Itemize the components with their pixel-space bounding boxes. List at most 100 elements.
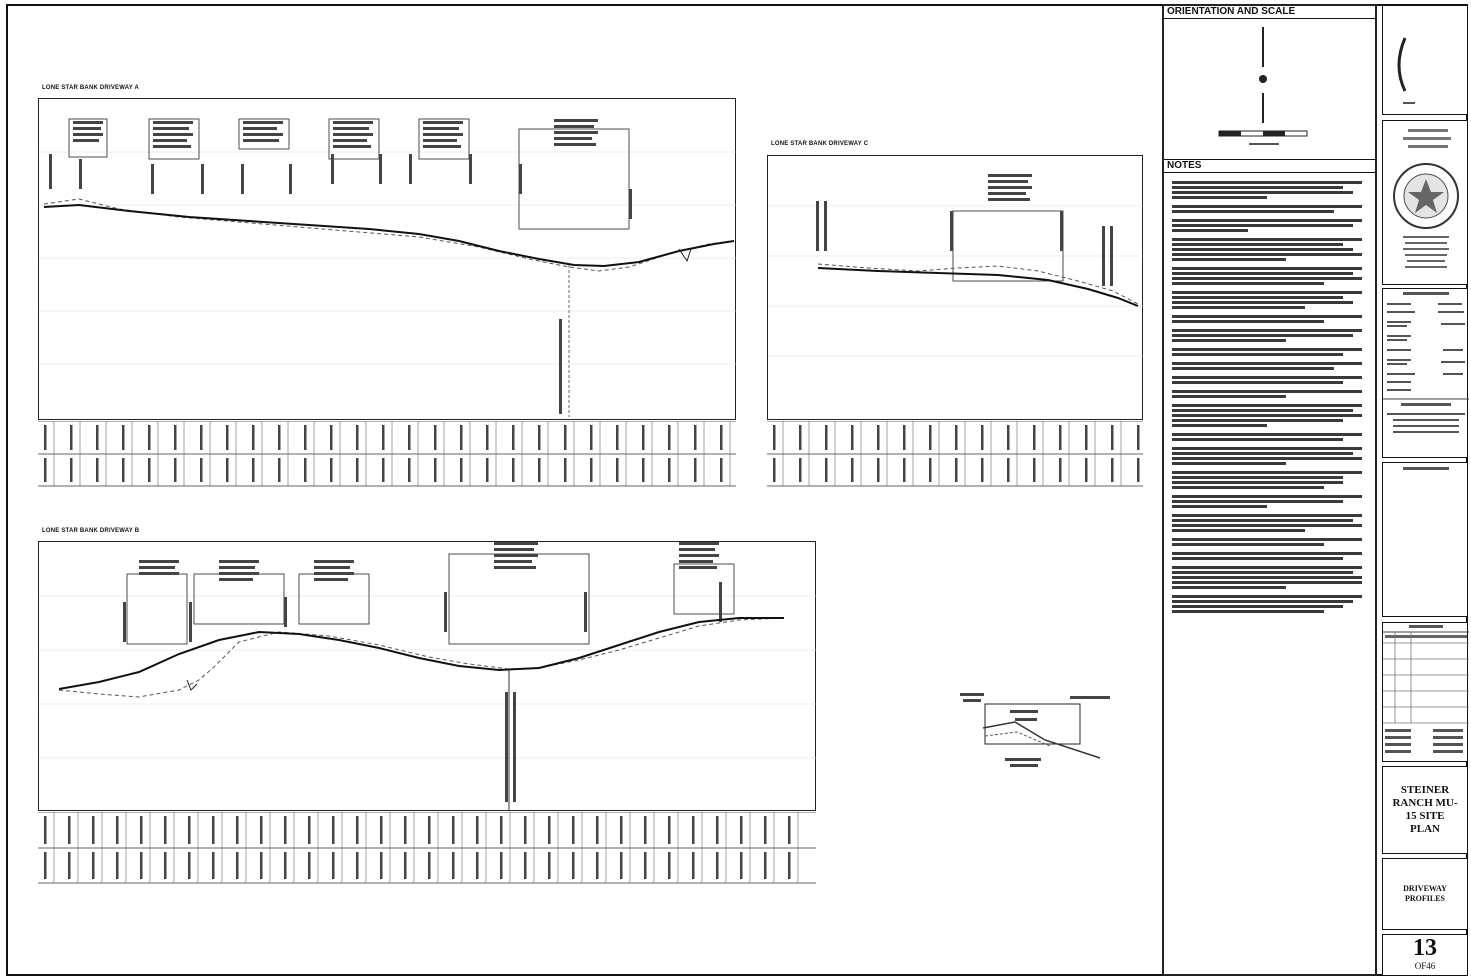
station-tick <box>236 816 239 844</box>
station-tick <box>1007 458 1010 482</box>
note-line <box>1172 381 1343 384</box>
station-tick <box>164 852 167 879</box>
note-line <box>1172 372 1367 374</box>
station-tick <box>226 458 229 482</box>
station-tick <box>408 458 411 482</box>
station-tick <box>140 852 143 879</box>
station-tick <box>382 458 385 482</box>
station-tick <box>44 458 47 482</box>
station-tick <box>620 852 623 879</box>
note-line <box>1172 524 1362 527</box>
station-tick <box>1007 425 1010 450</box>
note-line <box>1172 605 1343 608</box>
station-tick <box>716 816 719 844</box>
station-tick <box>476 816 479 844</box>
note-line <box>1172 438 1343 441</box>
note-line <box>1172 581 1362 584</box>
station-tick <box>929 458 932 482</box>
station-tick <box>434 425 437 450</box>
station-tick <box>308 852 311 879</box>
note-line <box>1172 215 1367 217</box>
profile-c-graph <box>768 174 1144 357</box>
station-tick <box>538 458 541 482</box>
note-line <box>1172 248 1353 251</box>
station-tick <box>460 425 463 450</box>
station-tick <box>188 852 191 879</box>
profile-b-panel <box>38 541 817 811</box>
station-tick <box>356 816 359 844</box>
station-tick <box>512 458 515 482</box>
station-tick <box>825 458 828 482</box>
station-tick <box>788 816 791 844</box>
note-line <box>1172 348 1362 351</box>
station-tick <box>70 425 73 450</box>
station-tick <box>68 852 71 879</box>
note-line <box>1172 476 1343 479</box>
station-tick <box>122 425 125 450</box>
note-line <box>1172 306 1305 309</box>
station-tick <box>284 816 287 844</box>
station-tick <box>716 852 719 879</box>
engineer-block <box>1382 120 1468 285</box>
profile-b-graph <box>39 542 817 810</box>
station-tick <box>486 458 489 482</box>
station-tick <box>692 816 695 844</box>
note-line <box>1172 344 1367 346</box>
station-tick <box>596 852 599 879</box>
note-line <box>1172 367 1334 370</box>
station-tick <box>476 852 479 879</box>
note-line <box>1172 548 1367 550</box>
note-line <box>1172 210 1334 213</box>
station-tick <box>694 458 697 482</box>
note-line <box>1172 591 1367 593</box>
note-line <box>1172 467 1367 469</box>
station-tick <box>122 458 125 482</box>
station-tick <box>304 458 307 482</box>
station-tick <box>773 458 776 482</box>
station-tick <box>668 458 671 482</box>
note-line <box>1172 400 1367 402</box>
station-tick <box>252 458 255 482</box>
station-tick <box>460 458 463 482</box>
note-line <box>1172 500 1343 503</box>
station-tick <box>740 852 743 879</box>
station-tick <box>174 458 177 482</box>
station-tick <box>590 425 593 450</box>
station-tick <box>903 425 906 450</box>
station-tick <box>538 425 541 450</box>
note-line <box>1172 181 1362 184</box>
note-line <box>1172 571 1353 574</box>
station-tick <box>720 425 723 450</box>
profile-a-title: LONE STAR BANK DRIVEWAY A <box>42 85 140 91</box>
note-line <box>1172 311 1367 313</box>
notes-list <box>1164 173 1375 613</box>
station-tick <box>1033 458 1036 482</box>
station-tick <box>452 852 455 879</box>
station-tick <box>1111 458 1114 482</box>
station-tick <box>642 425 645 450</box>
station-tick <box>428 852 431 879</box>
note-line <box>1172 395 1286 398</box>
station-tick <box>642 458 645 482</box>
profile-a-graph <box>39 118 737 417</box>
note-line <box>1172 272 1353 275</box>
note-line <box>1172 267 1362 270</box>
station-tick <box>486 425 489 450</box>
note-line <box>1172 224 1353 227</box>
note-line <box>1172 534 1367 536</box>
station-tick <box>278 458 281 482</box>
note-line <box>1172 433 1362 436</box>
station-tick <box>1111 425 1114 450</box>
note-line <box>1172 376 1362 379</box>
note-line <box>1172 201 1367 203</box>
station-tick <box>434 458 437 482</box>
station-tick <box>188 816 191 844</box>
profile-c-station-table <box>767 420 1148 487</box>
orientation-header: ORIENTATION AND SCALE <box>1164 6 1375 19</box>
note-line <box>1172 325 1367 327</box>
station-tick <box>284 852 287 879</box>
station-tick <box>200 458 203 482</box>
station-tick <box>564 458 567 482</box>
note-line <box>1172 191 1353 194</box>
note-line <box>1172 196 1267 199</box>
